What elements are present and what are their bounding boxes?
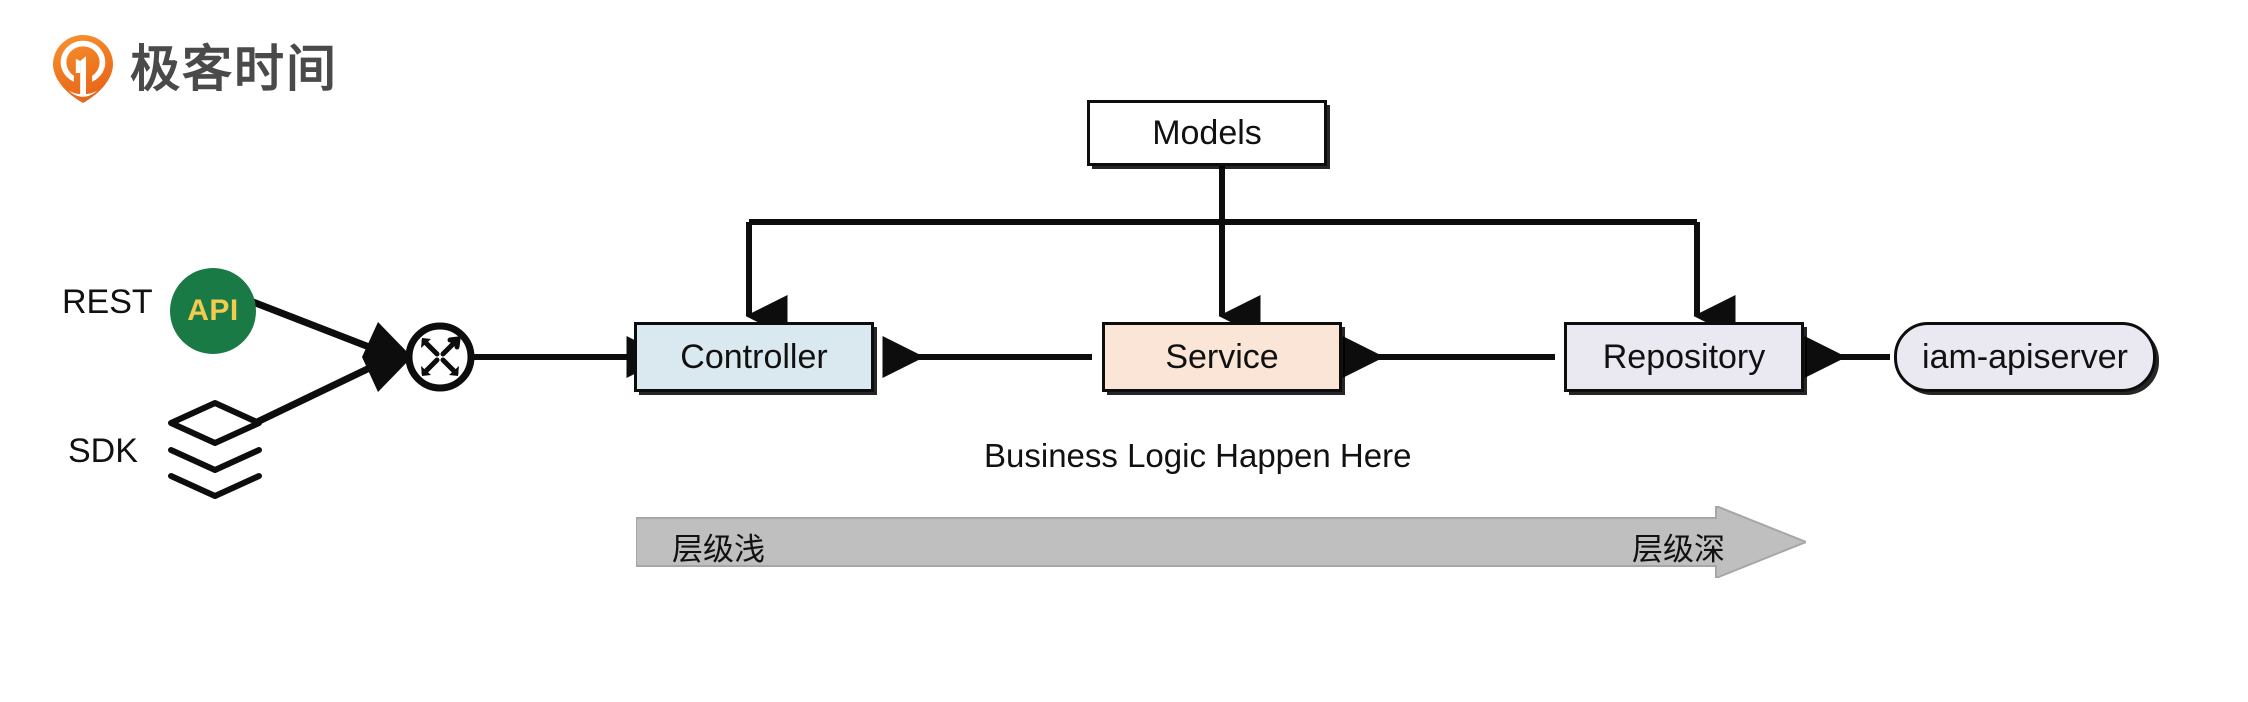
edge-rest-to-router: [246, 296, 384, 356]
api-circle-icon: API: [170, 268, 256, 354]
depth-label-shallow: 层级浅: [672, 532, 765, 567]
source-label-sdk: SDK: [68, 432, 138, 470]
node-repository-label: Repository: [1602, 337, 1766, 376]
node-models-label: Models: [1152, 113, 1262, 152]
source-label-rest: REST: [62, 283, 153, 321]
node-iam-apiserver[interactable]: iam-apiserver: [1894, 322, 2156, 392]
edge-sdk-to-router: [251, 358, 384, 428]
node-controller-label: Controller: [680, 337, 828, 376]
junction-diamond-icon: [362, 322, 412, 392]
node-repository[interactable]: Repository: [1564, 322, 1804, 392]
node-models[interactable]: Models: [1087, 100, 1327, 166]
api-circle-label: API: [187, 294, 239, 327]
node-service-label: Service: [1165, 337, 1279, 376]
depth-arrow-bar: [636, 506, 1806, 578]
node-service[interactable]: Service: [1102, 322, 1342, 392]
edge-models-bus: [745, 166, 1736, 337]
node-controller[interactable]: Controller: [634, 322, 874, 392]
brand-name: 极客时间: [130, 40, 338, 98]
diagram-caption: Business Logic Happen Here: [984, 437, 1412, 474]
geekbang-pin-logo-icon: [53, 35, 113, 103]
node-iam-apiserver-label: iam-apiserver: [1922, 337, 2128, 376]
depth-label-deep: 层级深: [1632, 532, 1725, 567]
brand-logo: 极客时间: [52, 28, 382, 110]
router-four-arrows-icon: [405, 322, 475, 392]
stacked-layers-icon: [168, 400, 262, 499]
